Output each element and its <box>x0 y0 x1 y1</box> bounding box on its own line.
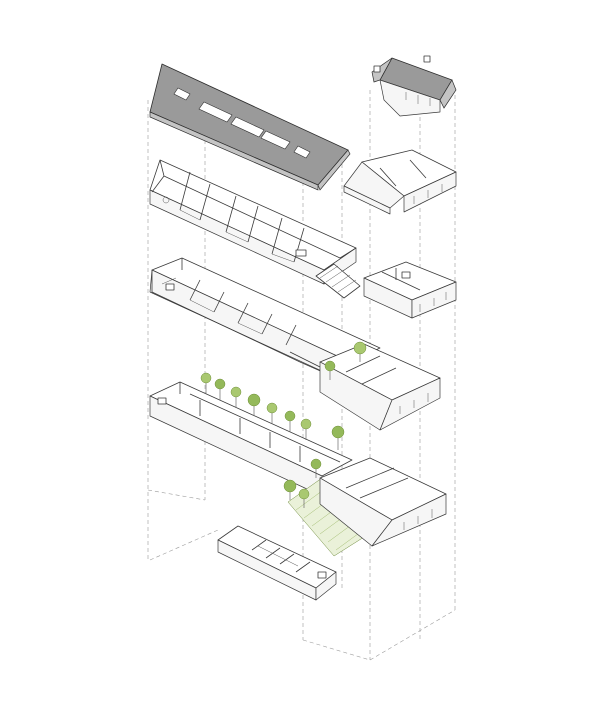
courtyard-trees <box>283 458 322 508</box>
first-floor-annex <box>363 261 457 319</box>
roof-skylights <box>173 87 311 159</box>
main-roof <box>149 63 351 191</box>
ground-floor-trees <box>200 372 345 450</box>
stair <box>315 263 361 299</box>
courtyard-level <box>283 457 447 557</box>
annex-roof <box>371 55 457 117</box>
basement <box>217 525 337 601</box>
annex-trees <box>324 341 367 380</box>
ground-floor-annex <box>319 341 441 431</box>
attic-floor-annex <box>343 149 457 215</box>
